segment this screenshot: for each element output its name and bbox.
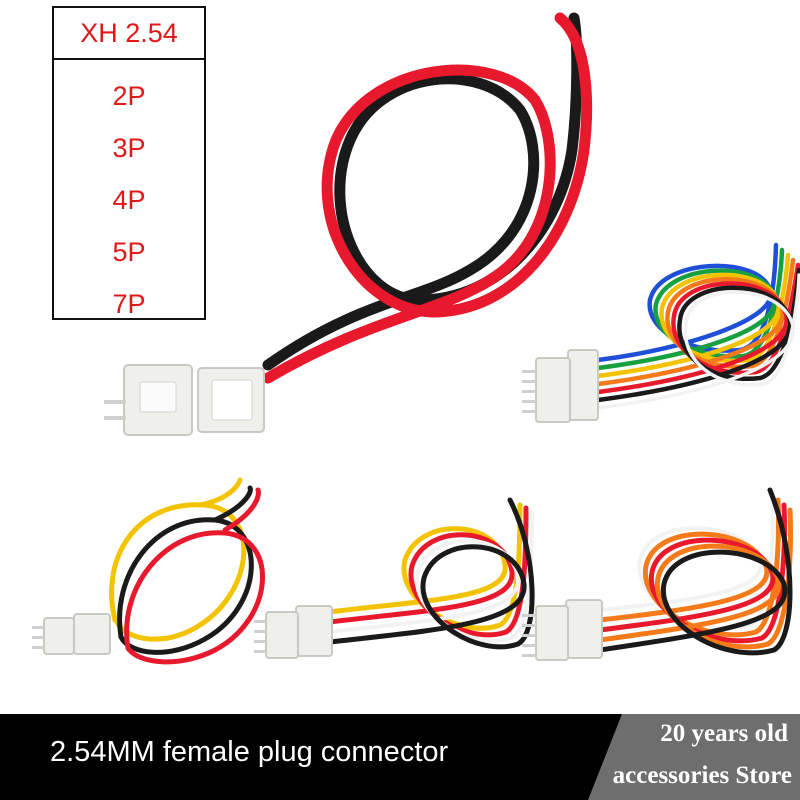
connector-3p-housing (32, 613, 111, 655)
connector-2p-housing (104, 364, 265, 436)
store-badge: 20 years old accessories Store (588, 714, 800, 800)
cable-5p (597, 487, 793, 656)
wire-black (262, 12, 583, 371)
pin-option-2p: 2P (112, 80, 146, 111)
spec-header: XH 2.54 (54, 8, 204, 60)
cable-4p (327, 497, 535, 650)
cable-7p (595, 242, 800, 410)
connector-7p-housing (522, 349, 599, 423)
pin-option-5p: 5P (112, 236, 146, 267)
cable-2p-large (262, 12, 593, 384)
pin-option-4p: 4P (112, 184, 146, 215)
pin-option-7p: 7P (112, 288, 146, 319)
pin-option-3p: 3P (112, 132, 146, 163)
store-name-line2: accessories Store (612, 762, 792, 789)
spec-box: XH 2.54 2P 3P 4P 5P 7P (52, 6, 206, 320)
store-name-line1: 20 years old (660, 720, 788, 747)
bottom-banner: 2.54MM female plug connector 20 years ol… (0, 714, 800, 800)
banner-caption: 2.54MM female plug connector (50, 736, 449, 768)
cable-3p (109, 477, 266, 665)
connector-4p-housing (254, 605, 333, 659)
connector-5p-housing (522, 599, 603, 661)
pin-option-list: 2P 3P 4P 5P 7P (54, 60, 204, 330)
wire-red (262, 12, 593, 384)
